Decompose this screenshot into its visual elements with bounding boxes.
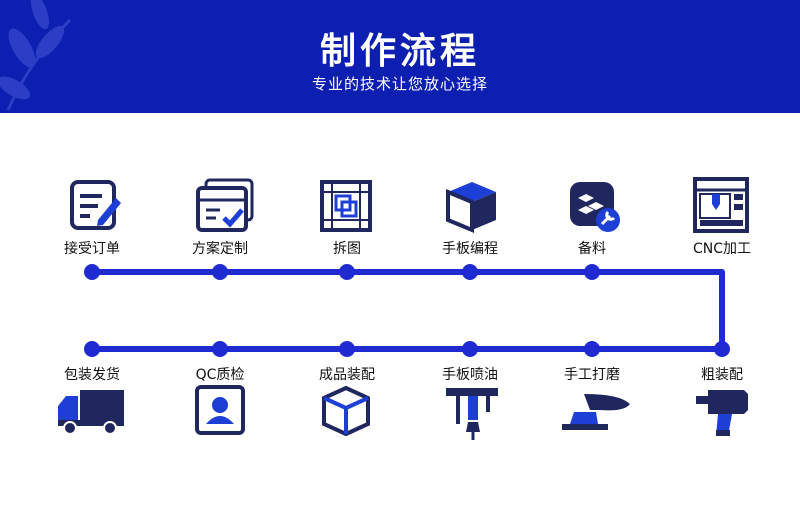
flow-node xyxy=(584,264,600,280)
polishing-grinder-icon xyxy=(562,394,630,430)
step-label: 手板编程 xyxy=(442,241,498,257)
flow-node xyxy=(339,341,355,357)
plan-document-icon xyxy=(196,178,254,232)
step-label: 成品装配 xyxy=(319,367,375,383)
inspector-badge-icon xyxy=(195,385,245,435)
flow-node xyxy=(462,341,478,357)
spray-painting-icon xyxy=(446,388,498,440)
step-label: 手工打磨 xyxy=(564,367,620,383)
flow-node xyxy=(462,264,478,280)
flow-node xyxy=(84,341,100,357)
step-label: 接受订单 xyxy=(64,241,120,257)
flow-node xyxy=(584,341,600,357)
step-label: 方案定制 xyxy=(192,241,248,257)
flow-node xyxy=(212,264,228,280)
order-form-icon xyxy=(70,180,121,230)
page-subtitle: 专业的技术让您放心选择 xyxy=(311,75,488,93)
flow-node xyxy=(339,264,355,280)
flow-node xyxy=(714,341,730,357)
flow-node xyxy=(84,264,100,280)
step-label: QC质检 xyxy=(195,367,245,383)
leaf-decoration-icon xyxy=(0,0,72,111)
impact-drill-icon xyxy=(696,390,748,436)
materials-wrench-icon xyxy=(570,182,620,232)
flow-node xyxy=(212,341,228,357)
header-banner: 制作流程 专业的技术让您放心选择 xyxy=(0,0,800,113)
step-label: 手板喷油 xyxy=(442,367,498,383)
step-label: 备料 xyxy=(578,241,606,257)
step-label: CNC加工 xyxy=(692,241,752,257)
flow-path xyxy=(92,269,725,352)
product-cube-icon xyxy=(322,385,370,437)
page-title: 制作流程 xyxy=(319,31,480,72)
step-label: 粗装配 xyxy=(701,367,743,383)
cnc-machine-icon xyxy=(693,177,749,233)
blueprint-split-icon xyxy=(320,180,372,232)
delivery-truck-icon xyxy=(58,390,124,435)
3d-box-icon xyxy=(446,182,496,233)
step-label: 拆图 xyxy=(333,241,361,257)
step-label: 包装发货 xyxy=(64,367,120,383)
